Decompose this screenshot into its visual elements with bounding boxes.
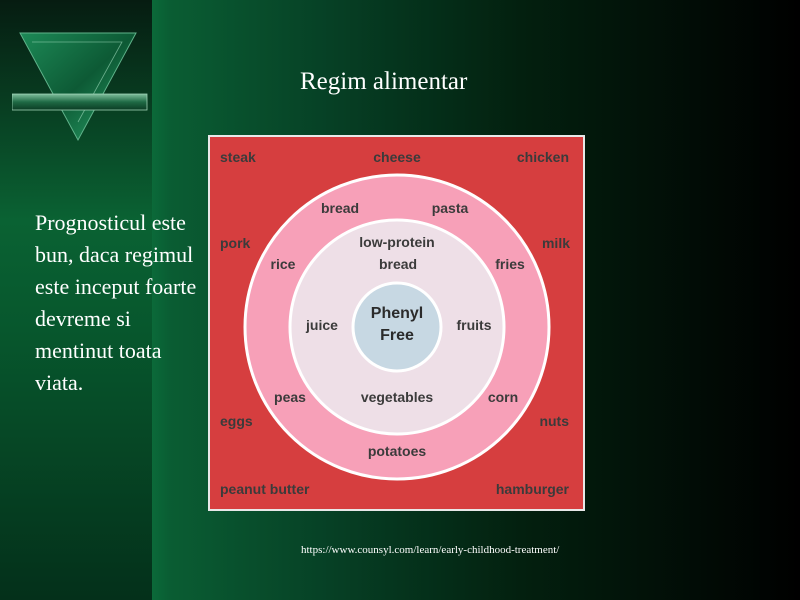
label-juice: juice <box>305 317 338 333</box>
label-eggs: eggs <box>220 413 253 429</box>
label-pasta: pasta <box>432 200 469 216</box>
phenyl-free-food-diagram: steak cheese chicken pork milk eggs nuts… <box>208 135 585 511</box>
label-corn: corn <box>488 389 518 405</box>
label-cheese: cheese <box>373 149 421 165</box>
label-hamburger: hamburger <box>496 481 570 497</box>
center-label-free: Free <box>380 327 414 344</box>
triangle-logo-icon <box>12 32 148 142</box>
label-low-protein: low-protein <box>359 234 434 250</box>
label-potatoes: potatoes <box>368 443 427 459</box>
center-circle-blue <box>351 281 443 373</box>
label-vegetables: vegetables <box>361 389 434 405</box>
label-peas: peas <box>274 389 306 405</box>
label-fruits: fruits <box>457 317 492 333</box>
slide-title: Regim alimentar <box>300 68 468 95</box>
source-url: https://www.counsyl.com/learn/early-chil… <box>301 544 560 556</box>
label-rice: rice <box>271 256 296 272</box>
label-chicken: chicken <box>517 149 569 165</box>
label-bread-inner: bread <box>379 256 417 272</box>
diagram-svg: steak cheese chicken pork milk eggs nuts… <box>208 135 585 511</box>
label-milk: milk <box>542 235 570 251</box>
center-label-phenyl: Phenyl <box>371 305 423 322</box>
label-peanut-butter: peanut butter <box>220 481 310 497</box>
label-pork: pork <box>220 235 251 251</box>
label-nuts: nuts <box>539 413 569 429</box>
label-bread-middle: bread <box>321 200 359 216</box>
label-steak: steak <box>220 149 256 165</box>
slide-body-text: Prognosticul este bun, daca regimul este… <box>35 210 197 395</box>
label-fries: fries <box>495 256 525 272</box>
